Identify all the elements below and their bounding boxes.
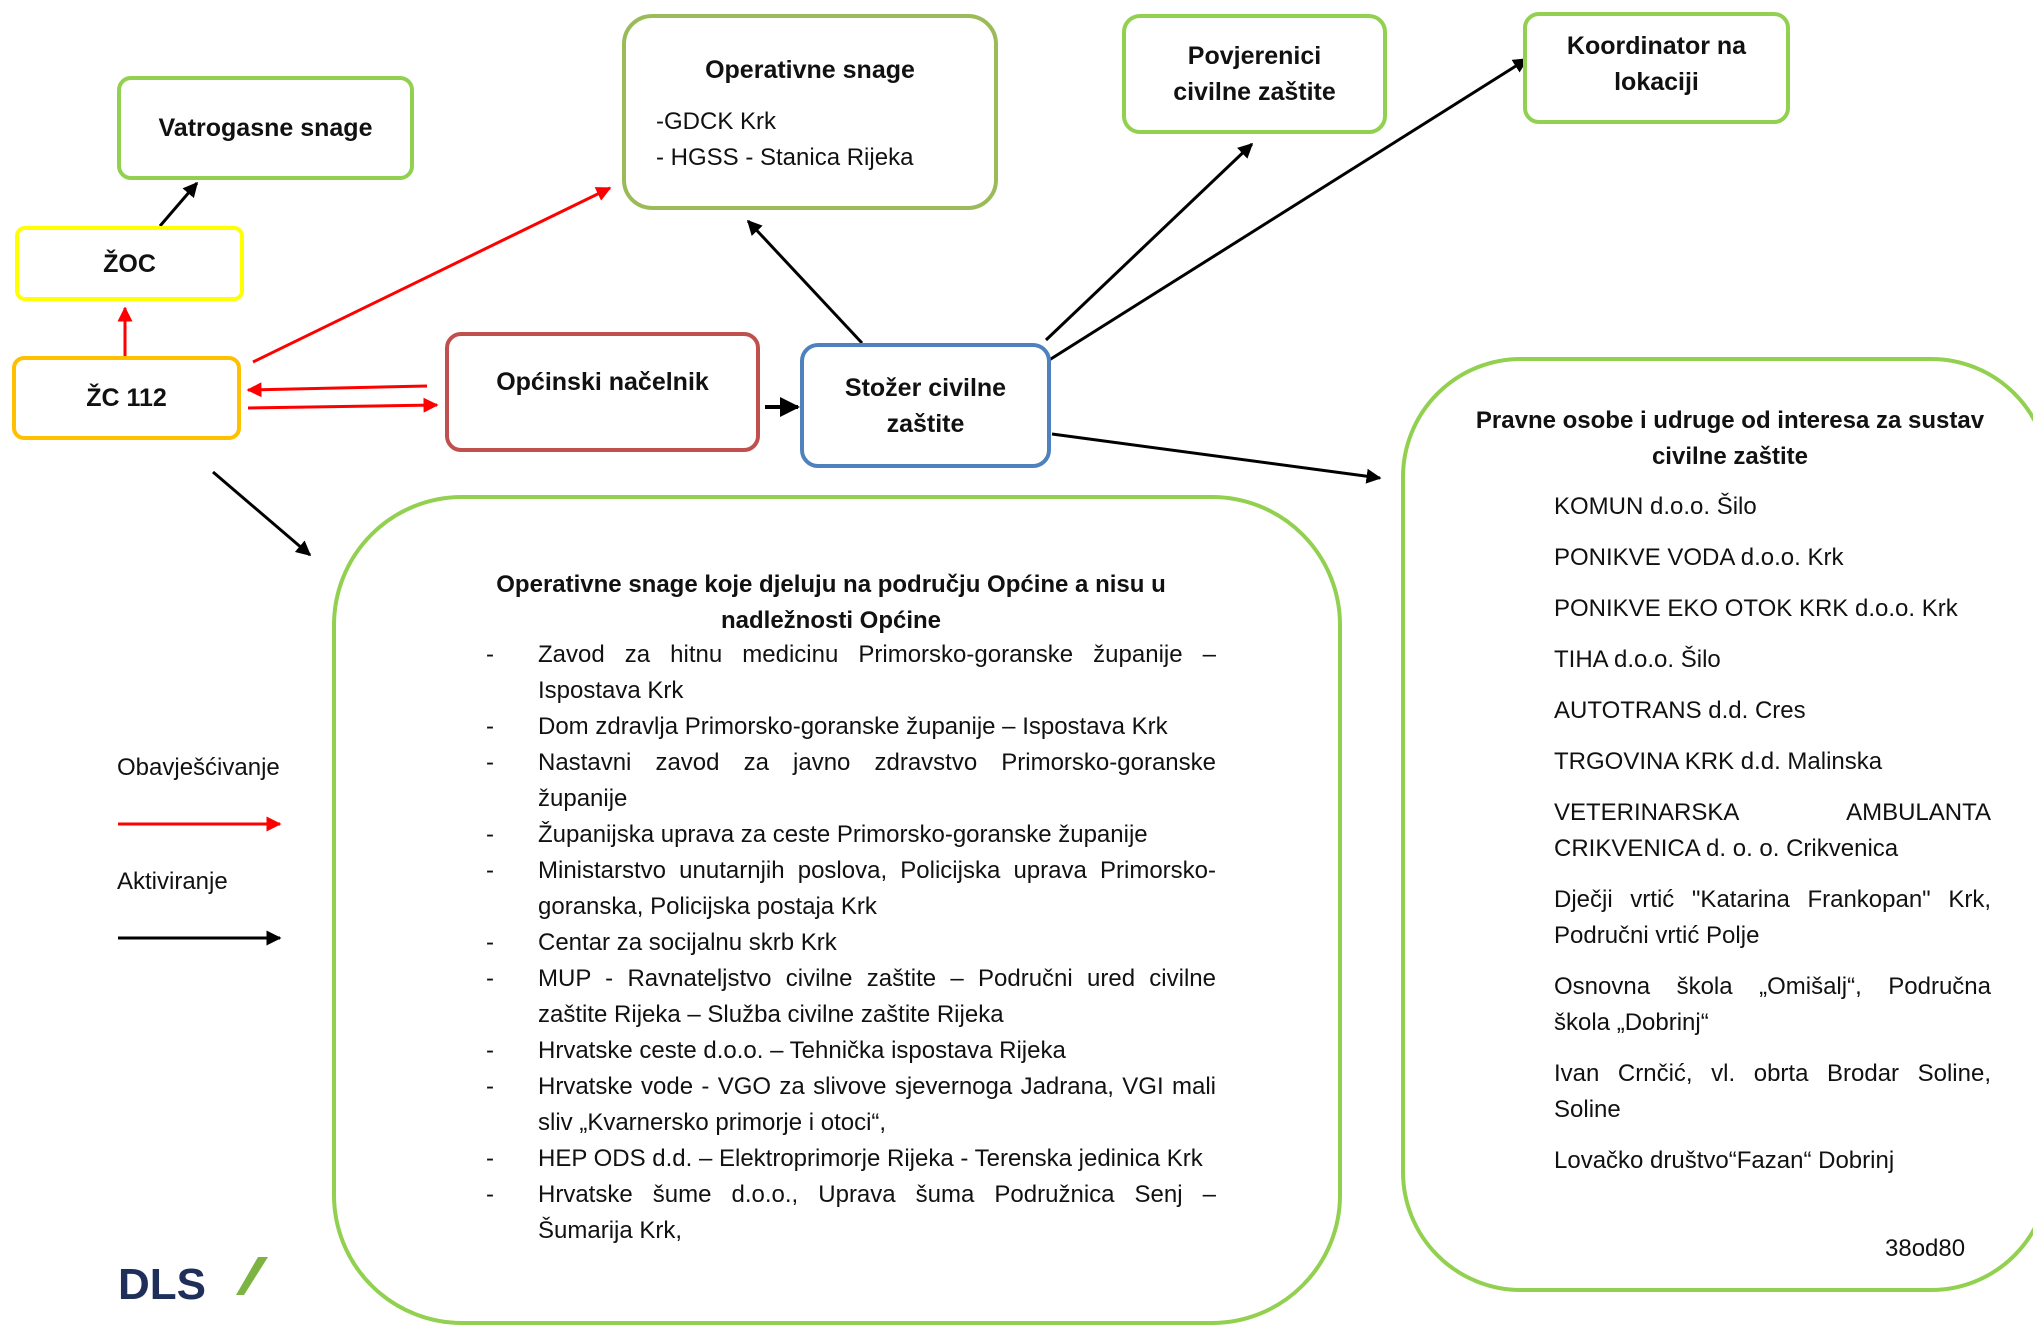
operativne-snage-item: -GDCK Krk bbox=[656, 108, 776, 135]
page-number: 38od80 bbox=[1885, 1235, 1966, 1262]
list-item: Zavod za hitnu medicinu Primorsko-gorans… bbox=[486, 637, 1216, 709]
arrow-stozer-to-pravne bbox=[1051, 432, 1382, 484]
arrow-zoc-to-vatrogasne bbox=[158, 181, 199, 227]
list-item: Centar za socijalnu skrb Krk bbox=[486, 925, 1216, 961]
opcinski-nacelnik-box: Općinski načelnik bbox=[445, 332, 760, 452]
list-item: TRGOVINA KRK d.d. Malinska bbox=[1554, 748, 1883, 775]
koordinator-label: Koordinator na lokaciji bbox=[1566, 32, 1747, 96]
pravne-osobe-box: Pravne osobe i udruge od interesa za sus… bbox=[1401, 357, 2033, 1292]
stozer-box: Stožer civilne zaštite bbox=[800, 343, 1051, 468]
opcinski-nacelnik-label: Općinski načelnik bbox=[496, 368, 709, 396]
operativne-snage-title: Operativne snage bbox=[705, 56, 915, 84]
operativne-snage-item: - HGSS - Stanica Rijeka bbox=[656, 144, 914, 171]
arrow-stozer-to-operativne bbox=[746, 219, 864, 345]
povjerenici-label: Povjerenici civilne zaštite bbox=[1173, 42, 1336, 106]
arrow-stozer-to-koordinator bbox=[1045, 57, 1529, 364]
povjerenici-box: Povjerenici civilne zaštite bbox=[1122, 14, 1387, 134]
operativne-izvan-list: Zavod za hitnu medicinu Primorsko-gorans… bbox=[486, 637, 1216, 1249]
list-item: Hrvatske ceste d.o.o. – Tehnička isposta… bbox=[486, 1033, 1216, 1069]
legend-activate-label: Aktiviranje bbox=[117, 868, 228, 895]
pravne-osobe-list: KOMUN d.o.o. Šilo PONIKVE VODA d.o.o. Kr… bbox=[1554, 489, 1991, 1194]
connector-arrows bbox=[117, 57, 1529, 946]
list-item: Dječji vrtić "Katarina Frankopan" Krk, P… bbox=[1554, 886, 1991, 949]
list-item: Lovačko društvo“Fazan“ Dobrinj bbox=[1554, 1147, 1895, 1174]
list-item: AUTOTRANS d.d. Cres bbox=[1554, 697, 1806, 724]
operativne-snage-box: Operativne snage -GDCK Krk - HGSS - Stan… bbox=[622, 14, 998, 210]
zoc-label: ŽOC bbox=[103, 249, 156, 278]
list-item: Hrvatske šume d.o.o., Uprava šuma Podruž… bbox=[486, 1177, 1216, 1249]
dls-logo: DLS bbox=[118, 1257, 268, 1300]
arrow-nacelnik-to-zc bbox=[246, 382, 428, 398]
list-item: Županijska uprava za ceste Primorsko-gor… bbox=[486, 817, 1216, 853]
list-item: TIHA d.o.o. Šilo bbox=[1554, 646, 1721, 673]
operativne-izvan-box: Operativne snage koje djeluju na područj… bbox=[332, 495, 1342, 1325]
list-item: VETERINARSKA AMBULANTA CRIKVENICA d. o. … bbox=[1554, 799, 1991, 862]
list-item: Osnovna škola „Omišalj“, Područna škola … bbox=[1554, 973, 1991, 1036]
vatrogasne-snage-box: Vatrogasne snage bbox=[117, 76, 414, 180]
arrow-zc-to-operativne bbox=[252, 186, 612, 364]
stozer-label: Stožer civilne zaštite bbox=[844, 373, 1007, 438]
list-item: PONIKVE VODA d.o.o. Krk bbox=[1554, 544, 1844, 571]
arrow-stozer-to-povjerenici bbox=[1044, 142, 1254, 342]
zc112-box: ŽC 112 bbox=[12, 356, 241, 440]
list-item: Ivan Crnčić, vl. obrta Brodar Soline, So… bbox=[1554, 1060, 1991, 1123]
svg-text:DLS: DLS bbox=[118, 1260, 206, 1300]
list-item: Dom zdravlja Primorsko-goranske županije… bbox=[486, 709, 1216, 745]
list-item: Nastavni zavod za javno zdravstvo Primor… bbox=[486, 745, 1216, 817]
koordinator-box: Koordinator na lokaciji bbox=[1523, 12, 1790, 124]
list-item: Hrvatske vode - VGO za slivove sjevernog… bbox=[486, 1069, 1216, 1141]
arrow-zc-to-nacelnik bbox=[247, 397, 439, 413]
zoc-box: ŽOC bbox=[15, 226, 244, 301]
list-item: Ministarstvo unutarnjih poslova, Policij… bbox=[486, 853, 1216, 925]
vatrogasne-snage-label: Vatrogasne snage bbox=[158, 114, 373, 142]
legend-notify-label: Obavješćivanje bbox=[117, 754, 280, 781]
operativne-izvan-title: Operativne snage koje djeluju na područj… bbox=[496, 571, 1166, 634]
list-item: PONIKVE EKO OTOK KRK d.o.o. Krk bbox=[1554, 595, 1958, 622]
pravne-osobe-title: Pravne osobe i udruge od interesa za sus… bbox=[1475, 407, 1985, 470]
zc112-label: ŽC 112 bbox=[86, 384, 167, 412]
list-item: HEP ODS d.d. – Elektroprimorje Rijeka - … bbox=[486, 1141, 1216, 1177]
list-item: KOMUN d.o.o. Šilo bbox=[1554, 493, 1757, 520]
arrow-zc-to-operativne-izvan bbox=[212, 470, 312, 557]
list-item: MUP - Ravnateljstvo civilne zaštite – Po… bbox=[486, 961, 1216, 1033]
operativne-snage-list: -GDCK Krk - HGSS - Stanica Rijeka bbox=[656, 104, 913, 176]
